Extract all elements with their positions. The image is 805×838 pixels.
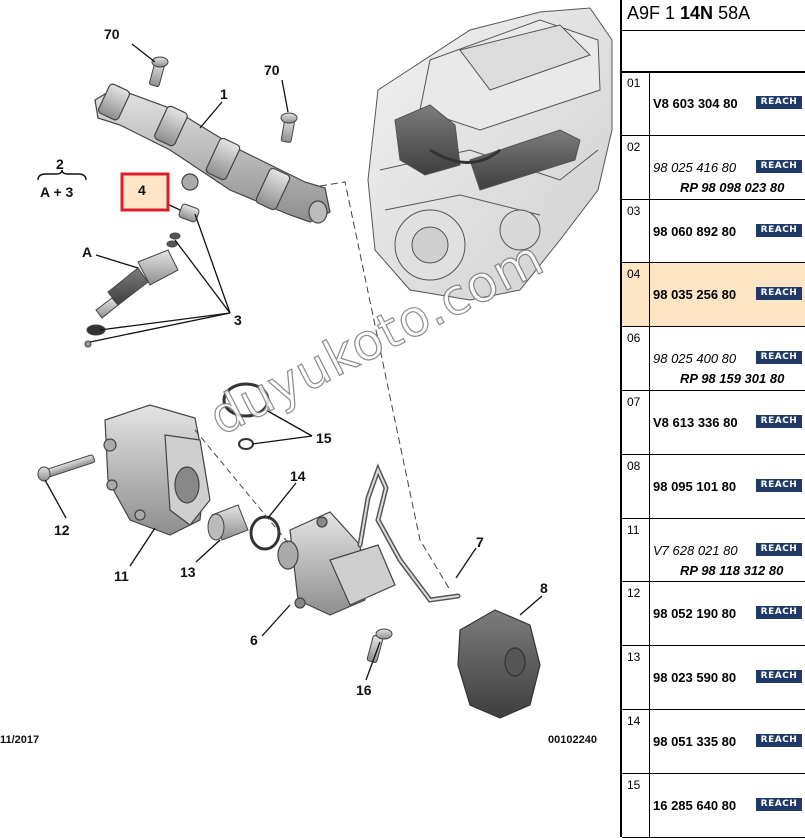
part-number: 98 025 416 80 bbox=[653, 159, 737, 175]
row-index: 07 bbox=[622, 391, 650, 454]
part-number: 98 025 400 80 bbox=[653, 351, 737, 367]
reach-badge: REACH bbox=[756, 96, 802, 109]
part-number: 16 285 640 80 bbox=[653, 797, 737, 813]
callout-6: 6 bbox=[250, 632, 258, 648]
fuel-rail-part-1 bbox=[94, 83, 331, 224]
row-index: 12 bbox=[622, 582, 650, 646]
exploded-parts-diagram: 70 70 1 2 A + 3 4 A 3 15 14 12 11 13 7 8… bbox=[0, 7, 613, 746]
replacement-part-number: RP 98 098 023 80 bbox=[680, 179, 785, 195]
reach-badge: REACH bbox=[756, 223, 802, 237]
row-index: 01 bbox=[622, 72, 650, 135]
reach-badge: REACH bbox=[756, 606, 802, 620]
callout-16: 16 bbox=[356, 682, 372, 698]
callout-11: 11 bbox=[114, 568, 129, 584]
reach-badge: REACH bbox=[756, 351, 802, 365]
group-brace bbox=[37, 169, 87, 181]
replacement-part-number: RP 98 118 312 80 bbox=[680, 562, 784, 578]
diagram-drawing bbox=[37, 7, 613, 719]
reach-badge: REACH bbox=[756, 542, 802, 556]
row-index: 03 bbox=[622, 199, 650, 263]
callout-leaders bbox=[44, 43, 543, 681]
bolt-part-12 bbox=[37, 454, 95, 482]
part-number: 98 035 256 80 bbox=[653, 287, 737, 303]
row-index: 06 bbox=[622, 327, 650, 390]
callout-2: 2 bbox=[56, 156, 64, 172]
table-header-spacer bbox=[622, 31, 805, 73]
drawing-number: 00102240 bbox=[548, 734, 597, 746]
row-index: 11 bbox=[622, 518, 650, 582]
callout-a-plus-3: A + 3 bbox=[40, 184, 74, 200]
dashed-leader-pump bbox=[194, 429, 291, 546]
callout-1: 1 bbox=[220, 86, 228, 102]
callout-70-top-left: 70 bbox=[104, 26, 120, 42]
injector-assembly bbox=[84, 203, 200, 348]
date-code: 11/2017 bbox=[0, 734, 40, 746]
reach-badge: REACH bbox=[756, 797, 802, 811]
callout-13: 13 bbox=[180, 564, 196, 580]
bolt-part-70 bbox=[149, 56, 298, 143]
dashed-leader-line bbox=[319, 181, 451, 591]
part-number: 98 060 892 80 bbox=[653, 223, 737, 239]
part-number: V8 613 336 80 bbox=[653, 415, 738, 430]
part-number: 98 023 590 80 bbox=[653, 670, 737, 686]
callout-a: A bbox=[82, 244, 93, 260]
row-index: 14 bbox=[622, 710, 650, 773]
part-number: V7 628 021 80 bbox=[653, 542, 738, 558]
callout-70-top-right: 70 bbox=[264, 62, 280, 78]
row-index: 13 bbox=[622, 646, 650, 709]
reach-badge: REACH bbox=[756, 734, 802, 747]
callout-15: 15 bbox=[316, 430, 332, 446]
part-number: 98 052 190 80 bbox=[653, 606, 737, 622]
reach-badge: REACH bbox=[756, 159, 802, 173]
row-index: 08 bbox=[622, 454, 650, 518]
callout-7: 7 bbox=[476, 534, 484, 550]
table-header-code: A9F 1 14N 58A bbox=[622, 0, 805, 31]
row-index: 15 bbox=[622, 773, 650, 837]
fuel-pipe-outline bbox=[359, 467, 459, 602]
callout-4: 4 bbox=[138, 182, 146, 198]
part-number: 98 051 335 80 bbox=[653, 734, 737, 749]
callout-3: 3 bbox=[234, 312, 242, 328]
tappet-part-13 bbox=[207, 504, 249, 541]
reach-badge: REACH bbox=[756, 670, 802, 684]
bolt-part-16 bbox=[366, 628, 393, 663]
reach-badge: REACH bbox=[756, 287, 802, 301]
part-number: 98 095 101 80 bbox=[653, 478, 737, 494]
part-number: V8 603 304 80 bbox=[653, 96, 738, 111]
callout-12: 12 bbox=[54, 522, 70, 538]
replacement-part-number: RP 98 159 301 80 bbox=[680, 371, 785, 387]
callout-14: 14 bbox=[290, 468, 306, 484]
high-pressure-pump-part-6 bbox=[277, 511, 396, 616]
callout-8: 8 bbox=[540, 580, 548, 596]
engine-block-illustration bbox=[367, 7, 613, 301]
reach-badge: REACH bbox=[756, 415, 802, 428]
row-index: 02 bbox=[622, 135, 650, 199]
pump-housing-part-11 bbox=[103, 404, 211, 536]
reach-badge: REACH bbox=[756, 478, 802, 492]
row-index: 04 bbox=[622, 263, 650, 327]
pump-cover-part-8 bbox=[457, 609, 541, 719]
highlight-box-part-4 bbox=[120, 172, 170, 212]
